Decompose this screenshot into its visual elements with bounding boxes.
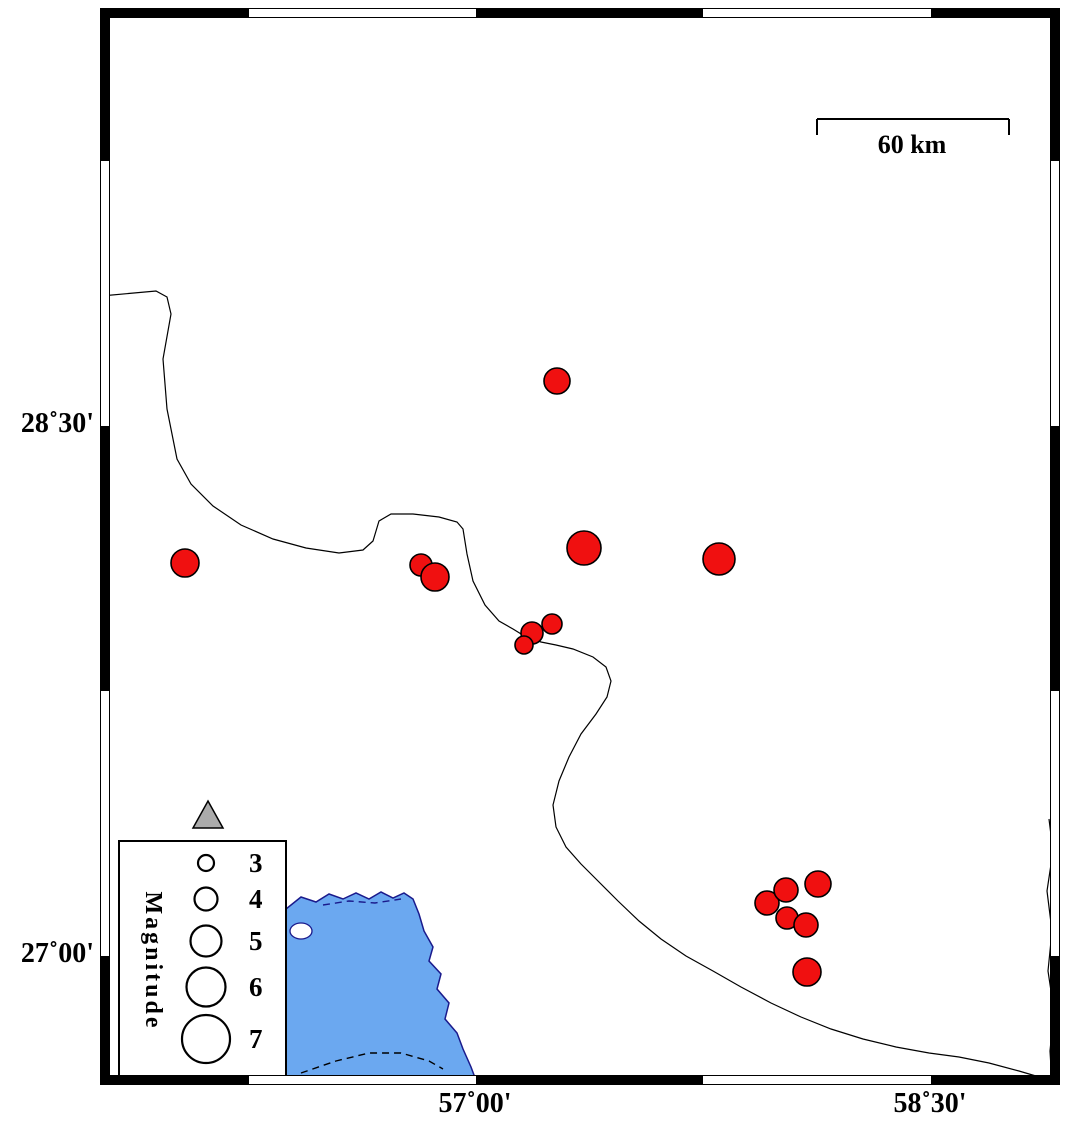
earthquake-marker bbox=[804, 870, 832, 898]
scalebar bbox=[816, 118, 1010, 135]
legend-magnitude-circle bbox=[180, 1013, 232, 1065]
legend-magnitude-label: 4 bbox=[249, 884, 263, 914]
map-frame-bottom bbox=[101, 1075, 1059, 1084]
legend-magnitude-label: 7 bbox=[249, 1024, 263, 1054]
map-canvas: Magnitude 3 4 5 6 7 bbox=[101, 118, 1059, 1084]
earthquake-marker bbox=[773, 877, 799, 903]
earthquake-marker bbox=[792, 957, 822, 987]
sea-polygon bbox=[285, 891, 479, 1084]
legend-magnitude-circle bbox=[193, 886, 219, 912]
earthquake-marker bbox=[543, 367, 571, 395]
latitude-label-27-00: 27˚00' bbox=[20, 938, 94, 969]
latitude-label-28-30: 28˚30' bbox=[20, 408, 94, 439]
map-frame-right bbox=[1050, 9, 1059, 1084]
map-frame-left bbox=[101, 9, 110, 1084]
legend-magnitude-circle bbox=[196, 853, 216, 873]
map-frame-top bbox=[101, 9, 1059, 18]
legend-magnitude-label: 3 bbox=[249, 848, 263, 878]
earthquake-marker bbox=[702, 542, 736, 576]
legend-magnitude-label: 6 bbox=[249, 972, 263, 1002]
dashed-contour bbox=[300, 1052, 444, 1074]
earthquake-marker bbox=[754, 890, 780, 916]
dashed-contour bbox=[322, 898, 402, 906]
map-plot-area: Magnitude 3 4 5 6 7 bbox=[100, 8, 1060, 1085]
border-line bbox=[101, 290, 1059, 1084]
triangle-marker bbox=[191, 799, 225, 829]
scalebar-label: 60 km bbox=[877, 130, 947, 159]
island bbox=[289, 922, 313, 940]
legend-title: Magnitude bbox=[140, 891, 166, 1030]
legend-magnitude-label: 5 bbox=[249, 926, 263, 956]
earthquake-marker bbox=[420, 562, 450, 592]
longitude-label-57-00: 57˚00' bbox=[438, 1088, 512, 1119]
earthquake-marker bbox=[541, 613, 563, 635]
longitude-label-58-30: 58˚30' bbox=[893, 1088, 967, 1119]
earthquake-marker bbox=[566, 530, 602, 566]
earthquake-marker bbox=[170, 548, 200, 578]
earthquake-marker bbox=[514, 635, 534, 655]
legend-magnitude-circle bbox=[185, 966, 227, 1008]
legend-magnitude-circle bbox=[189, 924, 223, 958]
earthquake-marker bbox=[793, 912, 819, 938]
